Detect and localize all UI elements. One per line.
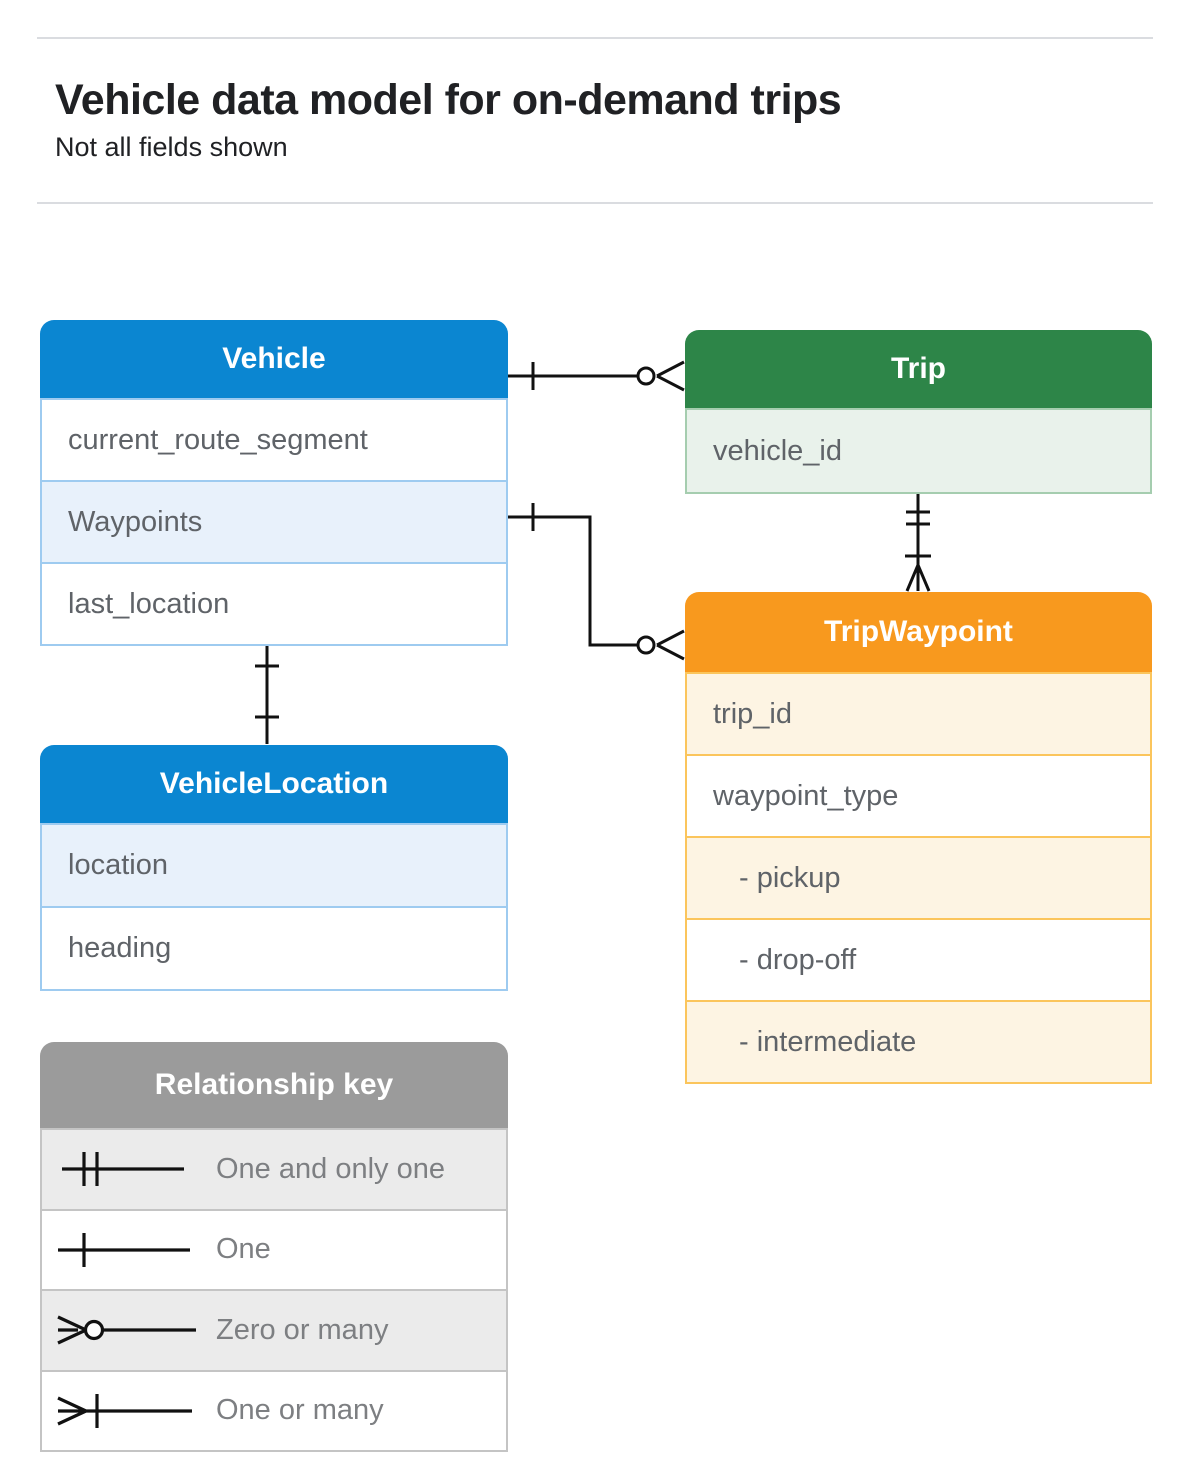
- connector-waypoints-tripwaypoint: [508, 503, 685, 661]
- legend-label: Zero or many: [216, 1313, 389, 1346]
- field-waypoint-type-drop-off: - drop-off: [687, 918, 1150, 1000]
- entity-vehiclelocation-body: location heading: [40, 823, 508, 991]
- field-trip-id: trip_id: [687, 674, 1150, 754]
- connector-vehicle-vehiclelocation: [255, 638, 279, 744]
- crow-foot-icon: [656, 360, 685, 392]
- entity-trip-body: vehicle_id: [685, 408, 1152, 494]
- field-waypoints: Waypoints: [42, 480, 506, 562]
- entity-vehicle-title: Vehicle: [40, 320, 508, 398]
- page-subtitle: Not all fields shown: [55, 132, 288, 162]
- one-or-many-icon: [57, 1393, 192, 1428]
- zero-circle-icon: [636, 366, 656, 386]
- crow-foot-icon: [905, 564, 931, 592]
- relationship-key-title: Relationship key: [40, 1042, 508, 1128]
- zero-circle-icon: [636, 635, 656, 655]
- legend-item-zero-or-many: Zero or many: [42, 1289, 506, 1370]
- entity-vehicle: Vehicle current_route_segment Waypoints …: [40, 320, 508, 646]
- entity-vehiclelocation: VehicleLocation location heading: [40, 745, 508, 991]
- entity-vehiclelocation-title: VehicleLocation: [40, 745, 508, 823]
- field-heading: heading: [42, 906, 506, 989]
- field-current-route-segment: current_route_segment: [42, 400, 506, 480]
- entity-trip: Trip vehicle_id: [685, 330, 1152, 494]
- legend-item-one-and-only-one: One and only one: [42, 1130, 506, 1209]
- legend-label: One or many: [216, 1394, 384, 1427]
- legend-item-one-or-many: One or many: [42, 1369, 506, 1450]
- field-last-location: last_location: [42, 562, 506, 644]
- legend-label: One: [216, 1233, 271, 1266]
- field-waypoint-type: waypoint_type: [687, 754, 1150, 836]
- entity-tripwaypoint: TripWaypoint trip_id waypoint_type - pic…: [685, 592, 1152, 1084]
- field-waypoint-type-pickup: - pickup: [687, 836, 1150, 918]
- entity-tripwaypoint-title: TripWaypoint: [685, 592, 1152, 672]
- one-and-only-one-icon: [62, 1152, 184, 1187]
- crow-foot-icon: [656, 629, 685, 661]
- zero-or-many-icon: [57, 1315, 196, 1345]
- one-icon: [58, 1232, 190, 1267]
- connector-trip-tripwaypoint: [905, 490, 931, 592]
- field-location: location: [42, 825, 506, 906]
- page-title: Vehicle data model for on-demand trips: [55, 76, 842, 124]
- legend-item-one: One: [42, 1208, 506, 1289]
- divider-bottom: [37, 202, 1153, 204]
- field-vehicle-id: vehicle_id: [687, 410, 1150, 492]
- relationship-key-body: One and only one One Zero or many: [40, 1128, 508, 1452]
- divider-top: [37, 37, 1153, 39]
- connector-vehicle-trip: [508, 360, 685, 392]
- field-waypoint-type-intermediate: - intermediate: [687, 1000, 1150, 1082]
- relationship-key: Relationship key One and only one One: [40, 1042, 508, 1452]
- entity-tripwaypoint-body: trip_id waypoint_type - pickup - drop-of…: [685, 672, 1152, 1084]
- legend-label: One and only one: [216, 1152, 445, 1185]
- entity-trip-title: Trip: [685, 330, 1152, 408]
- entity-vehicle-body: current_route_segment Waypoints last_loc…: [40, 398, 508, 646]
